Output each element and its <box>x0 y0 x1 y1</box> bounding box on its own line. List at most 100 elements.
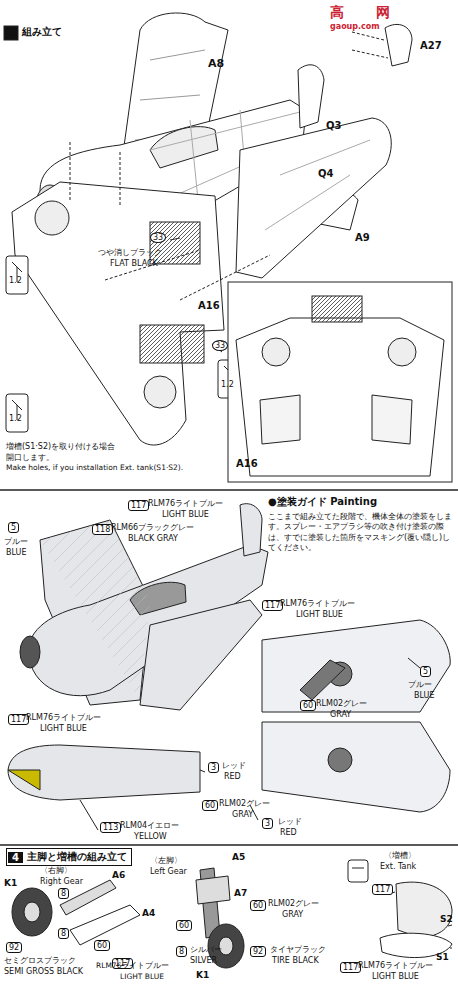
door-a4 <box>70 905 140 945</box>
label-text: SEMI GROSS BLACK <box>4 967 83 976</box>
paint-code: 117 <box>372 884 393 895</box>
label-text: BLUE <box>6 548 26 557</box>
inset-frame <box>228 282 452 482</box>
paint-code: 8 <box>58 888 69 899</box>
part-name: A9 <box>355 232 370 244</box>
part-name: A27 <box>420 40 442 52</box>
plan-wing-upper <box>262 620 450 712</box>
paint-code: 60 <box>94 940 110 951</box>
label-text: RLM04イエロー <box>120 821 179 830</box>
watermark: 网 <box>376 4 390 20</box>
label-text: SILVER <box>190 956 217 965</box>
paint-code: 8 <box>58 928 69 939</box>
paint-code: 92 <box>6 942 22 953</box>
label-text: RED <box>224 772 241 781</box>
label-text: BLUE <box>414 691 434 700</box>
label-text: GRAY <box>232 810 253 819</box>
label-text: LIGHT BLUE <box>120 973 164 982</box>
step-title: 組み立て <box>22 25 62 39</box>
step-number: 4 <box>8 852 23 863</box>
label-text: LIGHT BLUE <box>296 610 343 619</box>
drill-icon <box>6 256 28 294</box>
label-text: RLM02グレー <box>316 699 367 708</box>
part-name: A7 <box>234 888 247 898</box>
label-text: 〈左脚〉 <box>150 856 182 865</box>
part-name: K1 <box>196 970 209 980</box>
label-text: 1.2 <box>221 380 234 389</box>
watermark: 高 <box>330 4 344 20</box>
note-text: ここまで組み立てた段階で、機体全体の塗装をします。スプレー・エアブラシ等の吹き付… <box>268 512 454 554</box>
step-header: 組み立て <box>22 25 62 39</box>
label-text: Left Gear <box>150 867 187 876</box>
part-name: A16 <box>198 300 220 312</box>
label-text: RLM76ライトブルー <box>358 961 433 970</box>
paint-wing-right <box>140 600 262 710</box>
label-text: LIGHT BLUE <box>372 972 419 981</box>
paint-code: 60 <box>202 800 218 811</box>
part-name: S2 <box>440 914 453 924</box>
part-name: A5 <box>232 852 245 862</box>
door-a7 <box>196 876 230 904</box>
step-title: 主脚と増槽の組み立て <box>27 850 127 864</box>
part-name: S1 <box>436 952 449 962</box>
label-text: つや消しブラック <box>98 248 162 257</box>
paint-code: 3 <box>262 818 273 829</box>
right-wheel <box>12 888 52 936</box>
paint-code: 5 <box>420 666 431 677</box>
label-text: TIRE BLACK <box>272 956 319 965</box>
paint-code: 60 <box>176 920 192 931</box>
paint-fin <box>240 504 262 556</box>
part-name: A6 <box>112 870 125 880</box>
paint-code: 113 <box>100 822 121 833</box>
label-text: レッド <box>222 761 246 770</box>
label-text: 〈右脚〉 <box>40 866 72 875</box>
part-name: A8 <box>208 58 224 71</box>
label-text: FLAT BLACK <box>110 259 158 268</box>
label-text: LIGHT BLUE <box>162 510 209 519</box>
label-text: 1.2 <box>9 276 22 285</box>
label-text: タイヤブラック <box>270 945 326 954</box>
paint-code: 8 <box>176 946 187 957</box>
label-text: RED <box>280 828 297 837</box>
label-text: 1.2 <box>9 414 22 423</box>
part-name: Q3 <box>326 120 341 132</box>
paint-code: 5 <box>8 522 19 533</box>
label-text: RLM02グレー <box>268 899 319 908</box>
fin-q3 <box>298 65 324 128</box>
step-header: 4 主脚と増槽の組み立て <box>6 848 132 866</box>
paint-code: 92 <box>250 946 266 957</box>
label-text: Ext. Tank <box>380 862 416 871</box>
label-text: 開口します。 <box>6 453 54 462</box>
label-text: BLACK GRAY <box>128 534 178 543</box>
label-text: GRAY <box>282 910 303 919</box>
label-text: RLM76ライトブルー <box>280 599 355 608</box>
paint-can-icon <box>348 860 368 882</box>
part-name: A16 <box>236 458 258 470</box>
part-name: ●塗装ガイド Painting <box>268 496 377 508</box>
label-text: RLM66ブラックグレー <box>111 523 194 532</box>
label-text: ブルー <box>4 537 28 546</box>
nose-side <box>8 745 200 800</box>
watermark: gaoup.com <box>330 22 380 31</box>
part-name: K1 <box>4 878 17 888</box>
label-text: LIGHT BLUE <box>40 724 87 733</box>
label-text: レッド <box>278 817 302 826</box>
rudder-a27 <box>385 24 412 66</box>
label-text: YELLOW <box>134 832 167 841</box>
label-text: シルバー <box>190 945 222 954</box>
label-text: 増槽(S1·S2)を取り付ける場合 <box>6 442 115 451</box>
label-text: RLM76ライトブルー <box>26 713 101 722</box>
paint-code: 117 <box>128 500 149 511</box>
label-text: GRAY <box>330 710 351 719</box>
part-name: A4 <box>142 908 155 918</box>
tank-s2 <box>396 882 452 938</box>
label-text: ブルー <box>408 680 432 689</box>
label-text: RLM02グレー <box>219 799 270 808</box>
paint-code: 3 <box>208 762 219 773</box>
callout-number: 33 <box>212 340 228 351</box>
paint-code: 60 <box>300 700 316 711</box>
paint-code: 60 <box>250 900 266 911</box>
label-text: 〈増槽〉 <box>384 851 416 860</box>
label-text: Make holes, if you installation Ext. tan… <box>6 464 183 473</box>
plan-wing-lower <box>262 722 450 812</box>
